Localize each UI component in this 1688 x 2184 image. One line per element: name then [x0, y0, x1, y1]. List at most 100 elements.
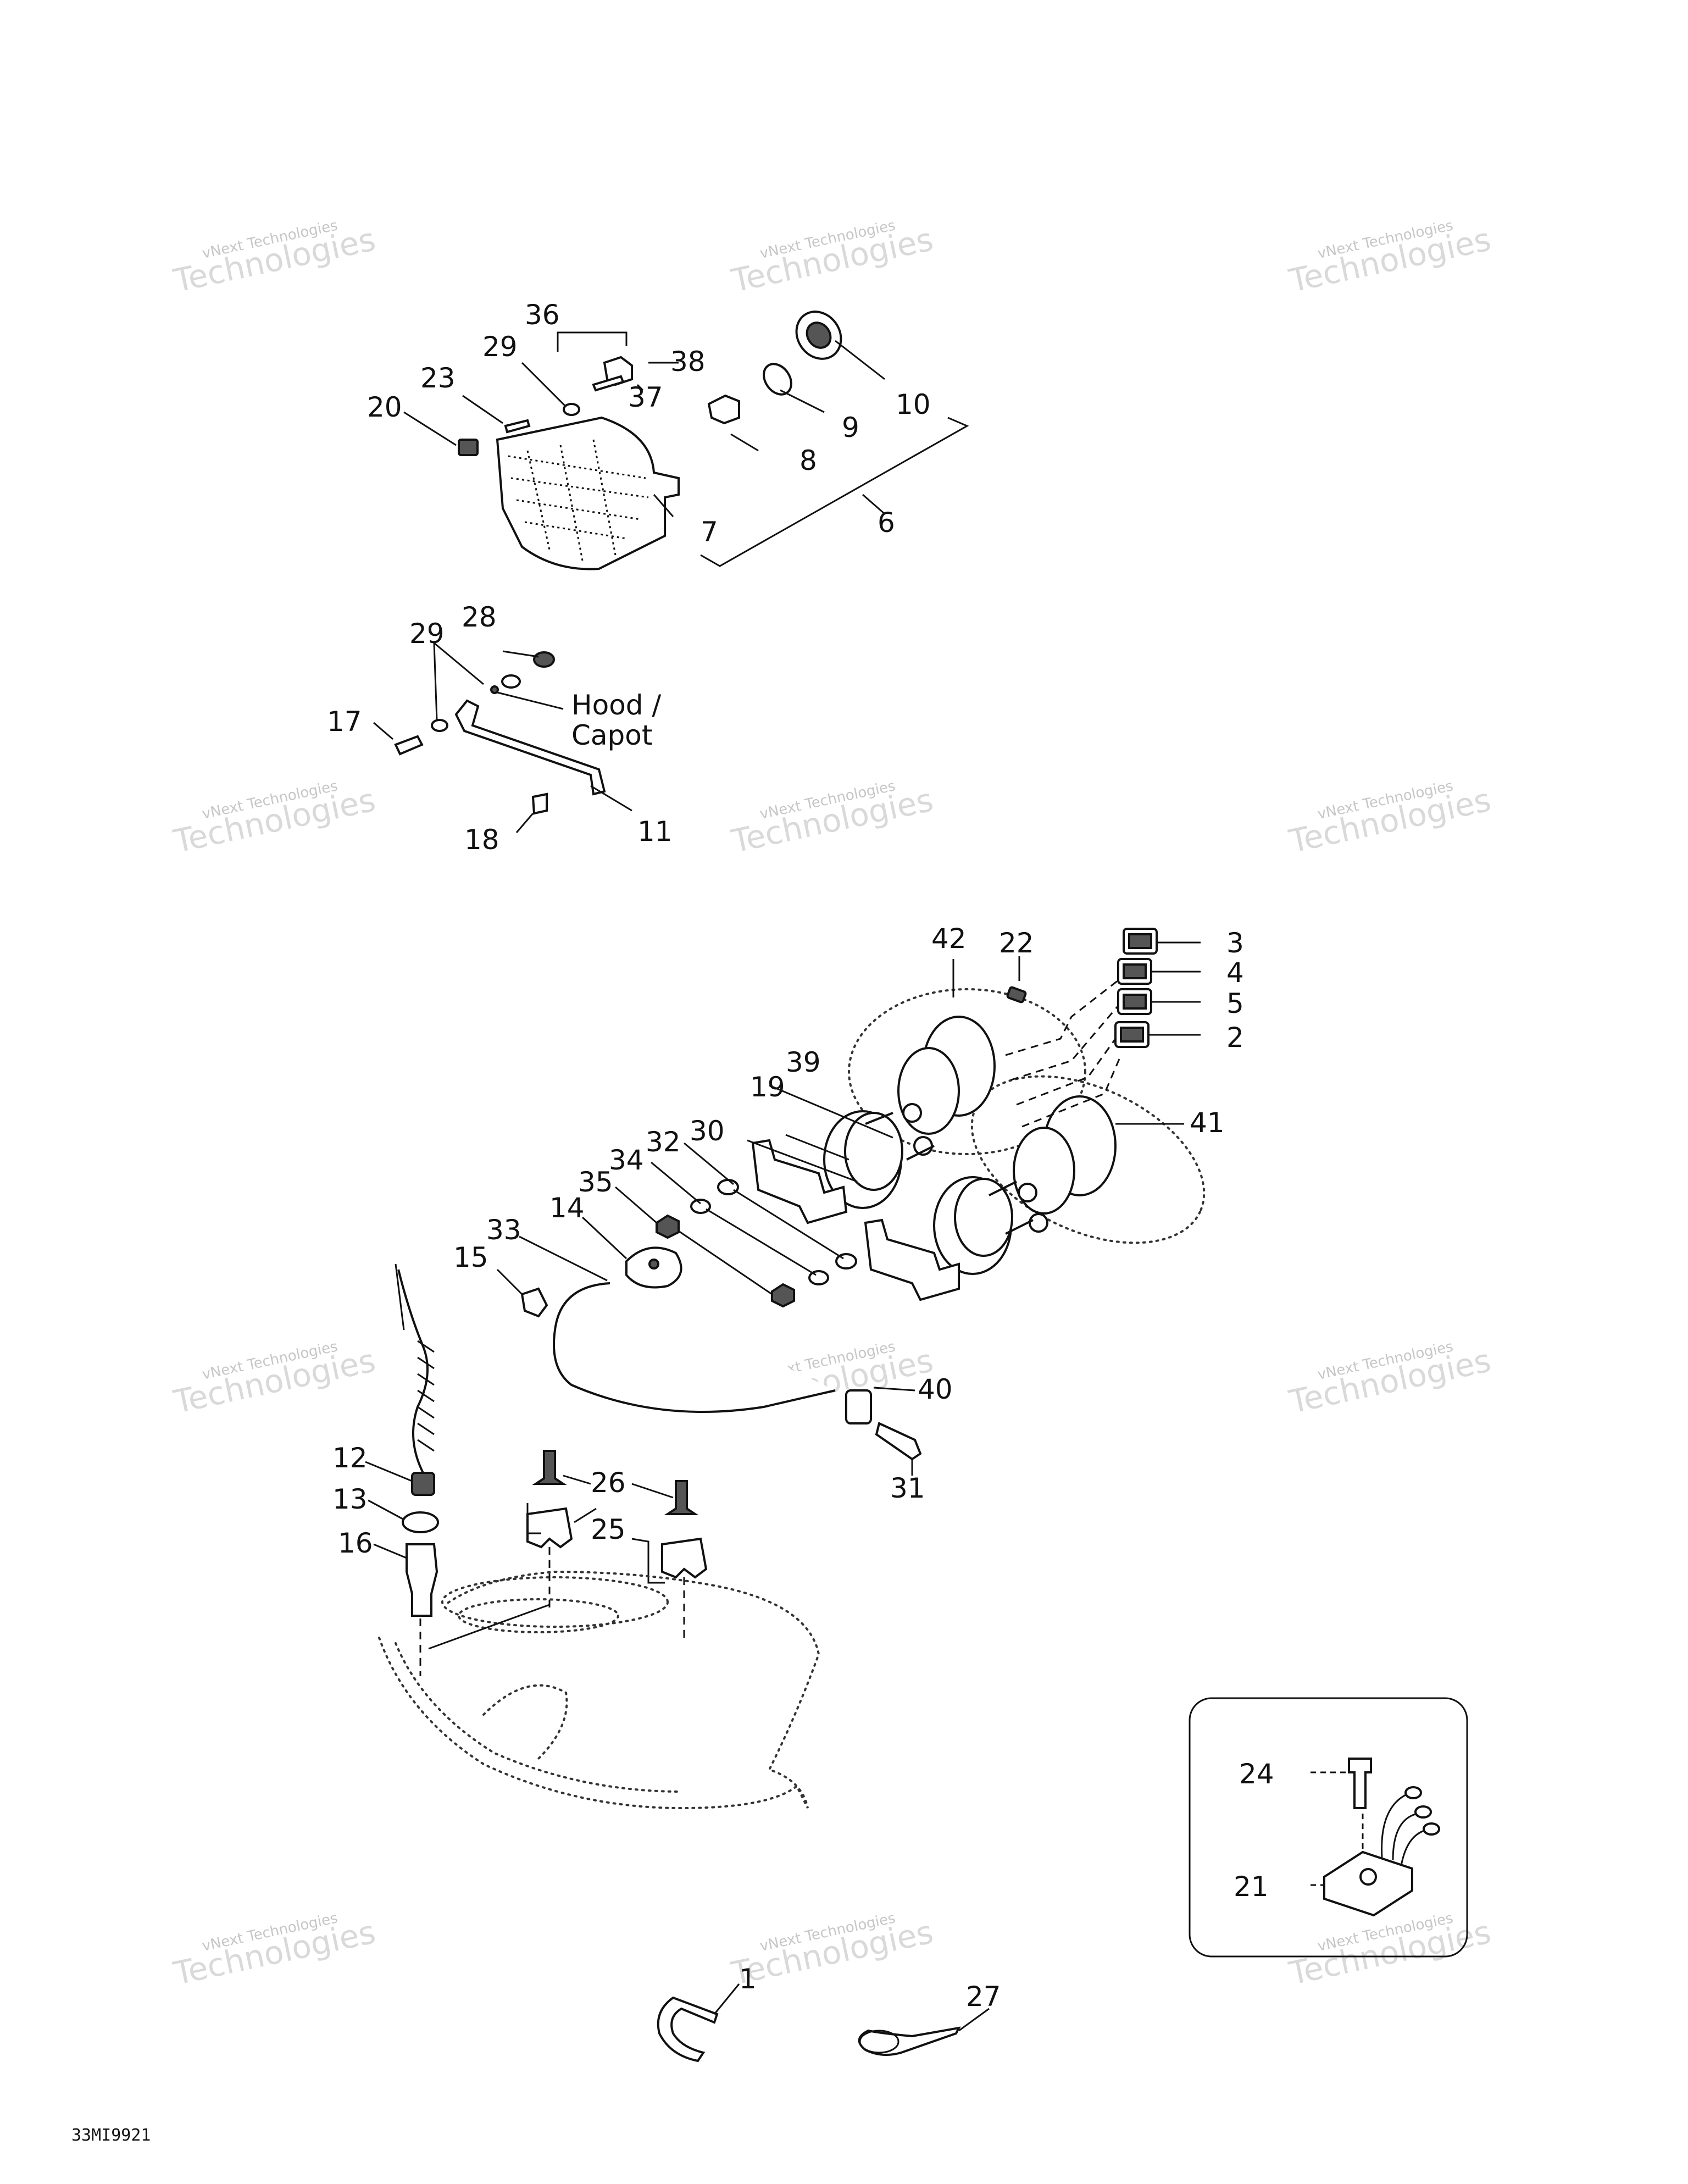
callout-3: 3 — [1226, 927, 1244, 959]
watermark-grid: Technologies vNext Technologies Technolo… — [170, 217, 1495, 1992]
cap-15 — [520, 1287, 548, 1318]
callout-39: 39 — [786, 1046, 821, 1078]
callout-7: 7 — [701, 516, 718, 548]
callout-29-hood: 29 — [409, 618, 445, 650]
watermark: Technologies vNext Technologies — [1286, 217, 1495, 300]
figure-code: 33MI9921 — [71, 2126, 151, 2145]
hood-note-line1: Hood / — [571, 689, 661, 721]
callout-9: 9 — [842, 412, 859, 444]
callout-28: 28 — [462, 601, 497, 633]
mount-25-b — [661, 1537, 708, 1579]
bracket-30-b — [864, 1218, 960, 1301]
callout-27: 27 — [966, 1981, 1001, 2013]
watermark: Technologies vNext Technologies — [170, 1338, 379, 1421]
callout-6: 6 — [878, 507, 895, 539]
spring-37 — [592, 375, 625, 392]
ferrule-12 — [411, 1472, 435, 1496]
callout-20: 20 — [367, 391, 402, 423]
bracket-36 — [557, 331, 628, 352]
speedo-cable — [395, 1263, 439, 1617]
nut-28 — [533, 651, 555, 668]
callout-26: 26 — [591, 1467, 626, 1499]
screw-17 — [394, 735, 424, 756]
bulb-8 — [707, 394, 740, 425]
callout-29-top: 29 — [482, 331, 518, 363]
callout-36: 36 — [525, 299, 560, 331]
callout-40: 40 — [918, 1373, 953, 1405]
callout-23: 23 — [420, 362, 456, 394]
callout-33: 33 — [486, 1214, 521, 1246]
callout-2: 2 — [1226, 1022, 1244, 1054]
washer-29-top — [563, 403, 580, 416]
bracket-40 — [845, 1389, 872, 1424]
mounts-25-26 — [526, 1450, 708, 1579]
callout-19: 19 — [750, 1071, 785, 1103]
watermark: Technologies vNext Technologies — [1286, 1338, 1495, 1421]
cable-tie-27 — [858, 2026, 961, 2056]
bulb-22 — [1006, 986, 1027, 1004]
stud-26-a — [532, 1450, 567, 1485]
bracket-30-a — [751, 1139, 848, 1224]
callout-16: 16 — [338, 1527, 373, 1559]
coiled-cable — [397, 1269, 429, 1473]
screw-31 — [875, 1422, 922, 1461]
callout-1: 1 — [739, 1963, 757, 1995]
mount-brackets — [656, 1139, 960, 1308]
nut-35-a — [656, 1214, 680, 1239]
headlight-housing — [496, 416, 680, 570]
adjuster-38 — [603, 356, 633, 386]
washer-13 — [402, 1511, 439, 1533]
screw-23 — [504, 419, 531, 434]
callout-11: 11 — [637, 816, 673, 847]
headlight-assembly — [458, 311, 842, 570]
watermark: Technologies vNext Technologies — [170, 778, 379, 860]
callout-24: 24 — [1239, 1758, 1274, 1790]
callout-13: 13 — [332, 1483, 368, 1515]
mount-25-a — [526, 1507, 573, 1549]
callout-38: 38 — [670, 346, 706, 378]
bracket-6 — [700, 417, 969, 567]
grommet-18 — [531, 792, 548, 815]
connector-20 — [458, 439, 479, 456]
callout-31: 31 — [890, 1472, 925, 1504]
watermark: Technologies vNext Technologies — [170, 1910, 379, 1992]
fitting-16 — [406, 1543, 438, 1617]
hood-note-line2: Capot — [571, 719, 653, 751]
callout-32: 32 — [646, 1126, 681, 1158]
mount-40 — [845, 1389, 922, 1461]
washer-32-a — [717, 1179, 739, 1195]
callout-18: 18 — [464, 824, 499, 856]
retainer-9 — [763, 363, 792, 396]
callout-8: 8 — [799, 445, 817, 476]
gauge-42-outline — [848, 988, 1086, 1155]
watermark: Technologies vNext Technologies — [728, 778, 937, 860]
gauges — [823, 986, 1206, 1275]
console-outline — [378, 1570, 820, 1810]
callout-30: 30 — [690, 1115, 725, 1147]
callout-12: 12 — [332, 1442, 368, 1474]
hood-bracket — [394, 651, 606, 815]
washer-29-lower — [431, 719, 448, 732]
rectifier-leads — [1381, 1793, 1426, 1866]
callout-35: 35 — [578, 1166, 613, 1198]
bracket-11 — [454, 699, 606, 796]
watermark: Technologies vNext Technologies — [728, 1910, 937, 1992]
callout-41: 41 — [1190, 1107, 1225, 1139]
gasket-19-b — [844, 1112, 903, 1191]
callout-4: 4 — [1226, 957, 1244, 989]
callout-5: 5 — [1226, 988, 1244, 1019]
gasket-19-d — [954, 1178, 1013, 1257]
clamps — [657, 1996, 961, 2063]
bolt-24 — [1348, 1758, 1372, 1809]
cable-33 — [553, 1282, 836, 1413]
callouts: 1 2 3 4 5 6 7 8 9 10 11 12 13 14 15 16 1… — [327, 299, 1274, 2013]
callout-17: 17 — [327, 706, 362, 738]
nut-35-b — [771, 1283, 795, 1308]
callout-22: 22 — [999, 927, 1034, 959]
clamp-1 — [657, 1996, 719, 2063]
stud-26-b — [664, 1480, 699, 1515]
inset-frame — [1189, 1697, 1468, 1958]
rectifier-inset — [1189, 1697, 1468, 1958]
watermark: Technologies vNext Technologies — [728, 217, 937, 300]
